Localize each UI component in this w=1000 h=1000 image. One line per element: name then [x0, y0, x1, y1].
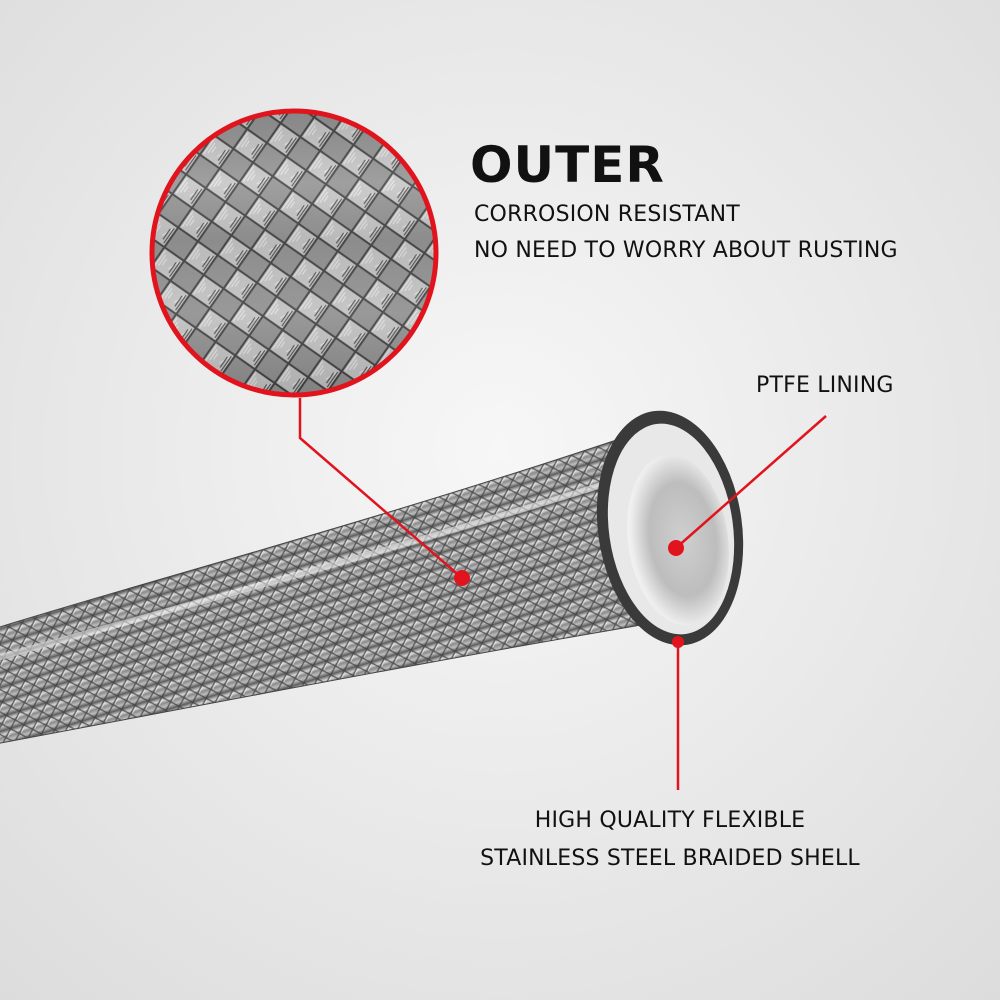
outer-callout-dot	[454, 570, 470, 586]
lining-label: PTFE LINING	[756, 373, 894, 398]
outer-title: OUTER	[470, 136, 665, 194]
shell-callout-dot	[672, 636, 684, 648]
ptfe-lining-interior	[627, 454, 729, 626]
hose-highlight	[0, 467, 651, 661]
lining-callout-line	[675, 415, 827, 549]
outer-description-line-1: CORROSION RESISTANT	[474, 202, 740, 227]
shell-label-line-1: HIGH QUALITY FLEXIBLE	[534, 808, 806, 833]
lining-callout-dot	[668, 540, 684, 556]
magnified-braid-view	[149, 108, 439, 398]
shell-label-line-2: STAINLESS STEEL BRAIDED SHELL	[480, 846, 860, 871]
outer-description-line-2: NO NEED TO WORRY ABOUT RUSTING	[474, 238, 898, 263]
outer-callout-line	[298, 398, 463, 579]
